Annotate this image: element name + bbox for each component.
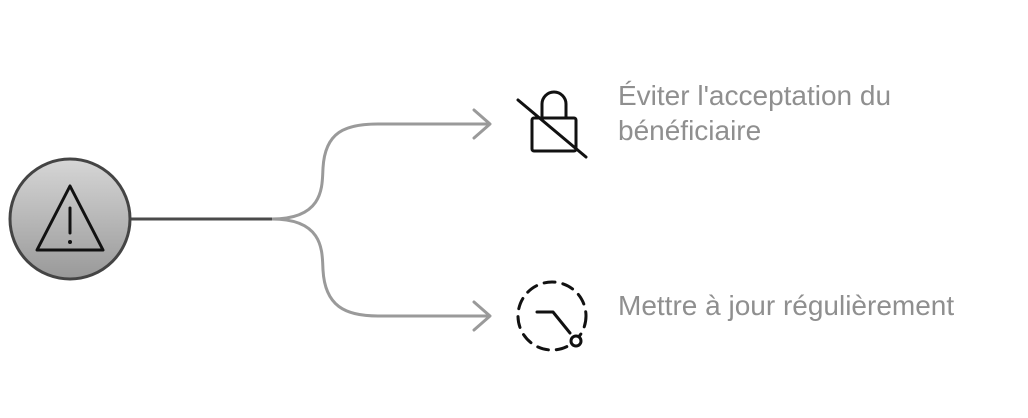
lock-slash-icon xyxy=(516,90,588,159)
branch-connector-bottom xyxy=(271,217,488,318)
branch-connector-top xyxy=(271,122,488,221)
branch-label-bottom: Mettre à jour régulièrement xyxy=(618,290,955,321)
warning-triangle-icon xyxy=(35,184,105,252)
arrowhead-top xyxy=(472,108,492,140)
branch-label-top: Éviter l'acceptation du bénéficiaire xyxy=(618,80,892,146)
dashed-clock-update-icon xyxy=(516,280,588,352)
arrowhead-bottom xyxy=(472,300,492,332)
root-node xyxy=(8,157,132,281)
